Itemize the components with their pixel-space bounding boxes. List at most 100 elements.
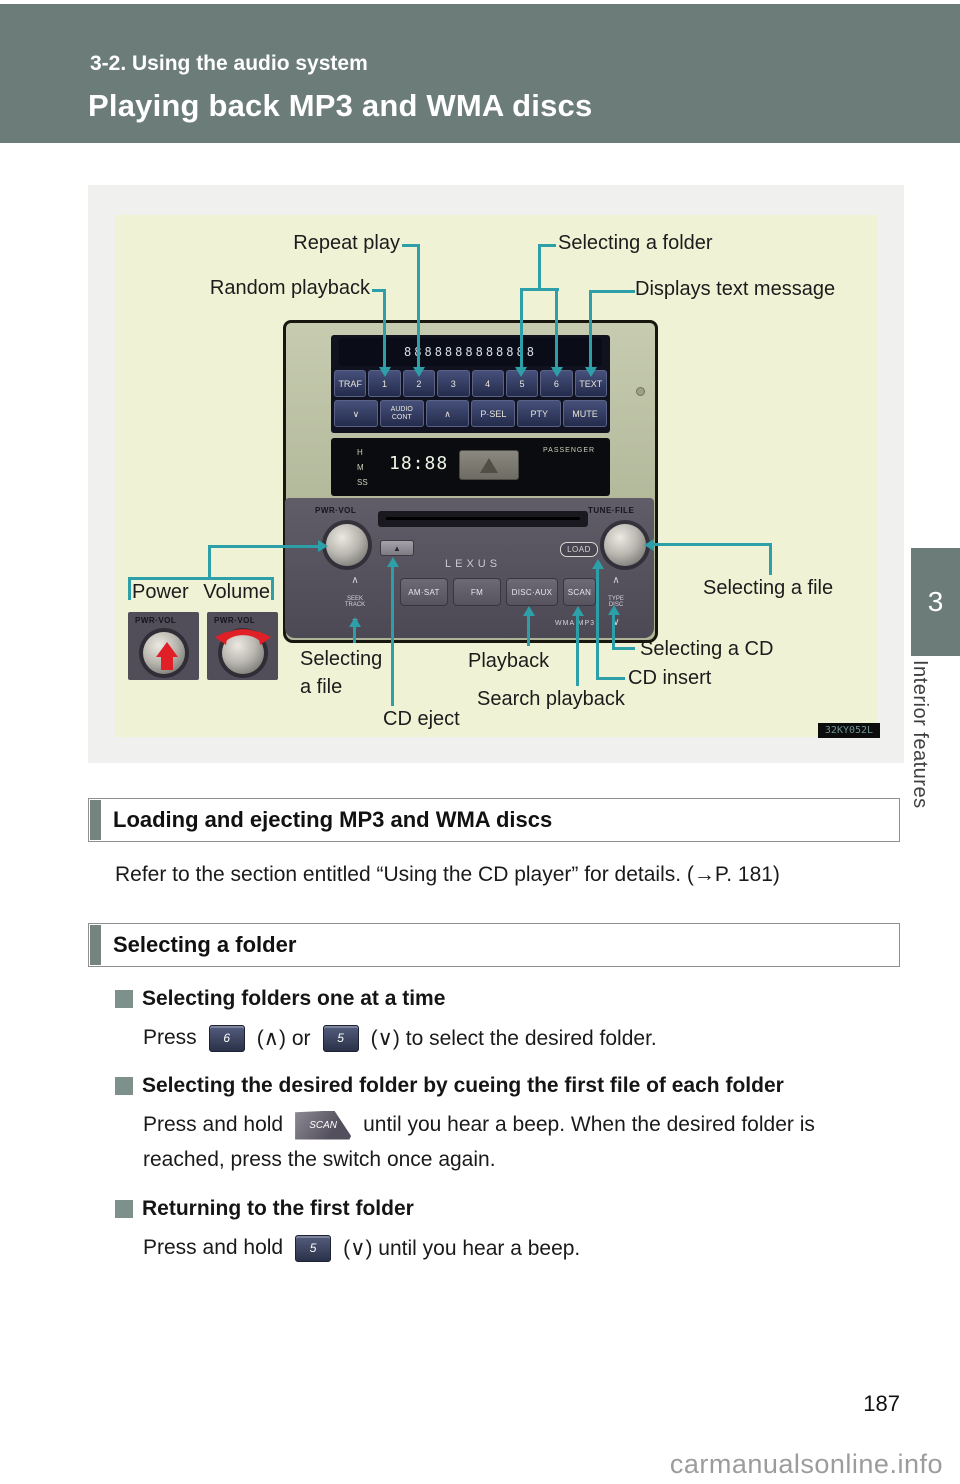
cd-eject-button: ▲ — [380, 540, 414, 556]
callout-line — [128, 577, 274, 580]
clock-readout: 18:88 — [389, 453, 449, 474]
arrow-up-icon — [592, 559, 604, 569]
preset-5-key-image: 5 — [295, 1234, 332, 1262]
press-arrow-icon — [156, 642, 178, 670]
callout-line — [527, 614, 530, 646]
chapter-tab: 3 — [911, 548, 960, 656]
callout-line — [591, 290, 635, 293]
bullet-square-icon — [115, 1077, 133, 1095]
type-down-icon: ∨ — [612, 617, 620, 628]
pwr-vol-inset-label: PWR·VOL — [214, 616, 256, 625]
bullet-square-icon — [115, 1200, 133, 1218]
cueing-body-line1: Press and hold SCAN until you hear a bee… — [143, 1105, 815, 1145]
seek-up-icon: ∧ — [351, 575, 359, 586]
pwr-vol-inset-label: PWR·VOL — [135, 616, 177, 625]
security-indicator-icon — [636, 387, 645, 396]
callout-repeat-play: Repeat play — [293, 232, 400, 254]
heading-accent-bar — [90, 925, 101, 965]
callout-line — [271, 577, 274, 600]
arrow-up-icon — [387, 557, 399, 567]
callout-random-playback: Random playback — [209, 277, 370, 299]
power-press-inset: PWR·VOL — [128, 612, 199, 680]
callout-line — [555, 288, 558, 368]
tune-file-label: TUNE·FILE — [588, 506, 635, 515]
callout-line — [520, 288, 523, 368]
header-band: 3-2. Using the audio system Playing back… — [0, 4, 960, 143]
figure-illustration: 8888888888888 TRAF 1 2 3 4 5 6 TEXT ∨ AU… — [115, 215, 880, 738]
arrow-down-icon — [515, 367, 527, 377]
arrow-up-icon — [572, 606, 584, 616]
scan-button: SCAN — [563, 578, 596, 606]
loading-body: Refer to the section entitled “Using the… — [115, 863, 780, 886]
callout-line — [589, 290, 592, 368]
section-heading-selecting-folder: Selecting a folder — [88, 923, 900, 967]
callout-line — [372, 289, 385, 292]
wma-mp3-label: WMA MP3 — [555, 620, 596, 627]
figure-code-badge: 32KY052L — [818, 723, 880, 738]
hazard-button — [459, 450, 519, 480]
type-disc-control: ∧ TYPE DISC ∨ — [608, 575, 624, 628]
callout-search-playback: Search playback — [477, 688, 625, 710]
pwr-vol-label: PWR·VOL — [315, 506, 357, 515]
arrow-left-icon — [644, 539, 654, 551]
preset-6-button: 6 — [540, 370, 573, 397]
down-button: ∨ — [334, 400, 378, 427]
segment-display: 8888888888888 — [339, 338, 602, 366]
unit-button-row-1: TRAF 1 2 3 4 5 6 TEXT — [334, 370, 607, 397]
bullet-returning: Returning to the first folder — [115, 1197, 895, 1221]
arrow-down-icon — [379, 367, 391, 377]
audio-head-unit: 8888888888888 TRAF 1 2 3 4 5 6 TEXT ∨ AU… — [283, 320, 658, 643]
clock-hms-labels: H M SS — [357, 448, 368, 487]
audio-cont-button: AUDIO CONT — [379, 400, 424, 427]
arrow-up-icon — [349, 617, 361, 627]
fm-button: FM — [453, 578, 501, 606]
disc-aux-button: DISC·AUX — [506, 578, 558, 606]
heading-accent-bar — [90, 800, 101, 840]
callout-line — [538, 244, 556, 247]
chapter-side-label: Interior features — [909, 660, 931, 809]
mute-button: MUTE — [563, 400, 607, 427]
unit-lower-panel: PWR·VOL ▲ LEXUS LOAD TUNE·FILE ∧ SEEK TR… — [285, 498, 654, 638]
lexus-logo: LEXUS — [445, 558, 502, 570]
callout-selecting-file-right: Selecting a file — [703, 577, 834, 599]
preset-3-button: 3 — [437, 370, 470, 397]
callout-selecting-cd: Selecting a CD — [640, 638, 774, 660]
unit-button-row-2: ∨ AUDIO CONT ∧ P·SEL PTY MUTE — [334, 400, 607, 427]
callout-line — [612, 647, 635, 650]
callout-line — [208, 545, 320, 548]
bullet-one-at-a-time: Selecting folders one at a time — [115, 987, 895, 1011]
returning-body: Press and hold 5 (∨) until you hear a be… — [143, 1234, 581, 1262]
watermark: carmanualsonline.info — [669, 1449, 943, 1479]
traf-button: TRAF — [334, 370, 367, 397]
callout-line — [353, 625, 356, 643]
callout-line — [576, 614, 579, 686]
load-button: LOAD — [560, 542, 598, 557]
preset-4-button: 4 — [471, 370, 504, 397]
callout-line — [538, 244, 541, 290]
passenger-label: PASSENGER — [543, 447, 596, 454]
callout-line — [596, 677, 625, 680]
cueing-body-line2: reached, press the switch once again. — [143, 1148, 496, 1171]
callout-line — [612, 613, 615, 650]
pty-button: PTY — [517, 400, 562, 427]
callout-cd-eject: CD eject — [383, 708, 460, 730]
unit-display-block: 8888888888888 TRAF 1 2 3 4 5 6 TEXT ∨ AU… — [331, 335, 610, 433]
p-sel-button: P·SEL — [471, 400, 516, 427]
am-sat-button: AM·SAT — [400, 578, 448, 606]
chapter-number: 3 — [927, 586, 944, 617]
page-title: Playing back MP3 and WMA discs — [88, 88, 593, 123]
arrow-down-icon — [551, 367, 563, 377]
callout-line — [402, 244, 418, 247]
cd-slot — [378, 511, 588, 527]
figure-panel: 8888888888888 TRAF 1 2 3 4 5 6 TEXT ∨ AU… — [88, 185, 904, 763]
callout-line — [391, 565, 394, 706]
one-at-a-time-body: Press 6 (∧) or 5 (∨) to select the desir… — [143, 1024, 657, 1052]
callout-power: Power — [132, 581, 189, 603]
bullet-cueing: Selecting the desired folder by cueing t… — [115, 1074, 905, 1098]
type-up-icon: ∧ — [612, 575, 620, 586]
up-button: ∧ — [425, 400, 470, 427]
arrow-down-icon — [585, 367, 597, 377]
callout-line — [596, 567, 599, 680]
callout-line — [208, 545, 211, 580]
